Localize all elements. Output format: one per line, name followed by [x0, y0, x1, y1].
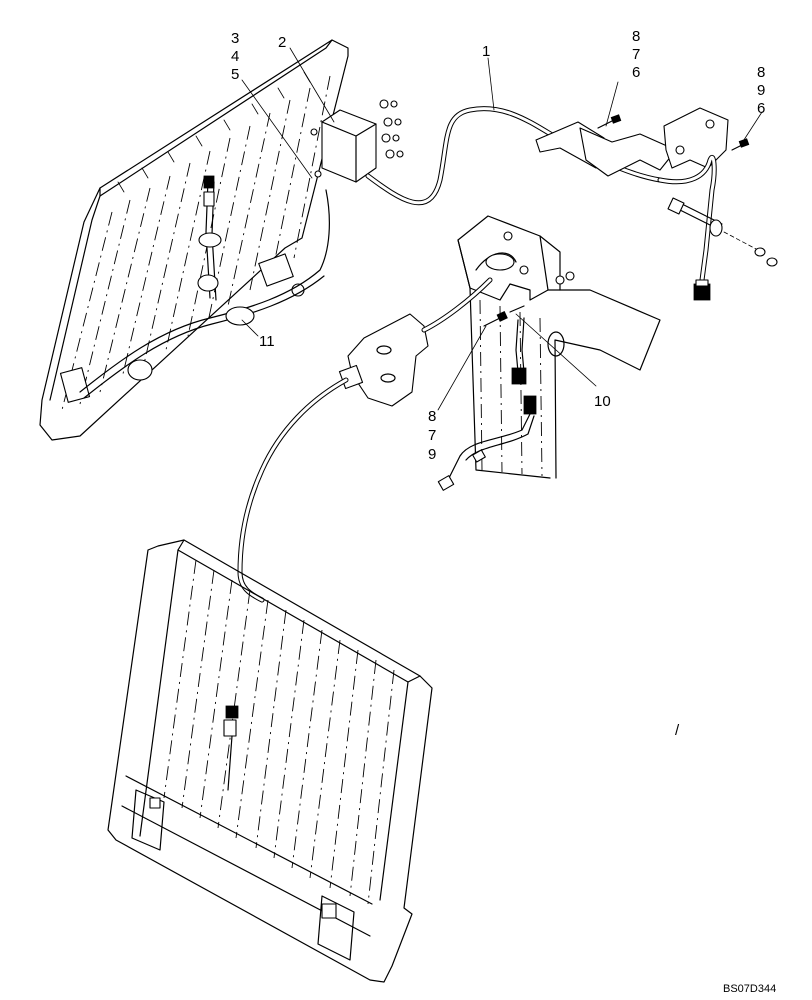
callout-7-mid: 7 — [428, 427, 436, 444]
middle-plate — [237, 277, 493, 603]
upper-panel — [39, 39, 404, 441]
callout-8-top: 8 — [632, 28, 640, 45]
leader-lines — [241, 47, 763, 411]
callout-2: 2 — [278, 34, 286, 51]
callout-9-mid: 9 — [428, 446, 436, 463]
callout-10: 10 — [594, 393, 611, 410]
callout-6-right: 6 — [757, 100, 765, 117]
drawing-reference-code: BS07D344 — [723, 983, 776, 995]
middle-frame — [437, 215, 661, 491]
callout-4: 4 — [231, 48, 239, 65]
panel-hatching — [61, 75, 331, 411]
control-box — [321, 109, 377, 183]
callout-7-top: 7 — [632, 46, 640, 63]
callout-8-mid: 8 — [428, 408, 436, 425]
callout-3: 3 — [231, 30, 239, 47]
callout-labels: 1 2 3 4 5 8 7 6 8 9 6 10 11 8 7 9 / BS07… — [231, 28, 776, 995]
callout-1: 1 — [482, 43, 490, 60]
callout-8-right: 8 — [757, 64, 765, 81]
callout-11: 11 — [259, 333, 275, 350]
upper-right-brackets — [535, 107, 778, 301]
callout-5: 5 — [231, 66, 239, 83]
lower-panel — [107, 539, 433, 983]
clamp-11 — [225, 306, 255, 326]
callout-9-right: 9 — [757, 82, 765, 99]
callout-6-top: 6 — [632, 64, 640, 81]
stray-mark: / — [675, 722, 680, 739]
